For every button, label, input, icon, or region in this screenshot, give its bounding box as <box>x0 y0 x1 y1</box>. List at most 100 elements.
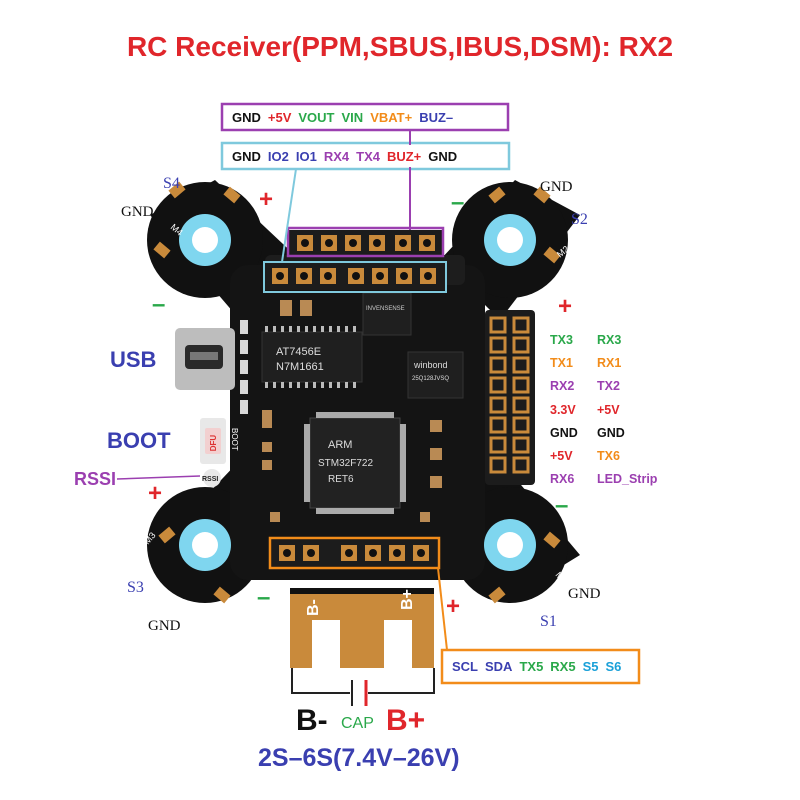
uart-pin-right-label: RX3 <box>597 333 622 347</box>
capacitor-symbol <box>291 668 435 706</box>
voltage-range-label: 2S–6S(7.4V–26V) <box>258 744 460 772</box>
mount-holes <box>179 214 536 571</box>
uart-pin-left-label: RX6 <box>550 472 575 487</box>
uart-pin-right-label: TX2 <box>597 379 620 394</box>
dfu-button: DFU <box>200 418 226 464</box>
battery-minus-label: B- <box>296 704 328 737</box>
top-header-2-pin-label: GND <box>428 148 458 164</box>
top-header-1-pin-label: BUZ– <box>419 109 454 125</box>
osd-chip-sublabel: N7M1661 <box>276 361 324 373</box>
plus-sign-left: + <box>148 480 163 507</box>
uart-pin-right-label: GND <box>597 425 625 440</box>
top-header-1-pin-label: GND <box>232 109 261 125</box>
gnd-label-bottom-right: GND <box>568 586 601 602</box>
gyro-chip-label: INVENSENSE <box>366 306 405 312</box>
gnd-label-bottom-left: GND <box>148 618 181 634</box>
top-header-1-pin-label: VBAT+ <box>370 109 413 125</box>
top-header-2-pin-label: TX4 <box>356 148 380 164</box>
minus-sign-left: – <box>152 291 166 318</box>
top-header-2-highlight <box>263 261 447 293</box>
gnd-label-top-right: GND <box>540 179 573 195</box>
osd-chip-label: AT7456E <box>276 346 321 358</box>
top-pin-header-1 <box>288 230 443 256</box>
battery-pads <box>290 588 434 668</box>
top-header-2-box <box>220 141 511 171</box>
bottom-header-box <box>440 648 641 685</box>
top-header-2-pin-label: BUZ+ <box>386 148 422 164</box>
uart-pin-left-label: TX1 <box>550 356 573 371</box>
uart-pin-right-label: RX1 <box>597 356 622 371</box>
top-header-1-pin-label: VOUT <box>298 109 335 125</box>
mcu-chip: ARM STM32F722 RET6 <box>304 412 406 514</box>
flash-chip: winbond 25Q128JVSQ <box>407 351 464 399</box>
bottom-pin-header <box>272 540 437 566</box>
usb-connector <box>175 328 235 390</box>
uart-pin-left-label: +5V <box>550 448 573 463</box>
leader-bottom <box>437 567 448 651</box>
uart-pin-row: RX6 LED_Strip <box>550 472 657 495</box>
gnd-label-top-left: GND <box>121 204 154 220</box>
plus-sign-bottom-right: + <box>446 593 461 620</box>
mcu-label-3: RET6 <box>328 474 354 485</box>
bottom-header-pin-label: S5 <box>582 659 599 674</box>
motor-solder-pads <box>153 181 561 604</box>
uart-pin-row: TX3 RX3 <box>550 333 657 356</box>
uart-pin-row: +5V TX6 <box>550 449 657 472</box>
bottom-header-pin-label: SDA <box>485 659 513 674</box>
uart-pin-row: TX1 RX1 <box>550 356 657 379</box>
pad-b-minus-silk: B- <box>305 599 322 616</box>
top-header-2-pin-label: RX4 <box>323 148 350 164</box>
motor-label-s4: S4 <box>163 175 180 192</box>
top-header-2-pin-label: IO2 <box>267 148 289 164</box>
top-header-2-pin-label: GND <box>232 148 261 164</box>
battery-plus-label: B+ <box>386 704 426 737</box>
osd-chip: AT7456E N7M1661 <box>261 326 363 388</box>
bottom-header-pin-label: TX5 <box>519 659 544 674</box>
rssi-pad <box>203 469 221 487</box>
uart-pin-right-label: +5V <box>597 402 620 417</box>
top-pin-header-2 <box>265 264 445 290</box>
top-header-1-box <box>220 102 510 132</box>
top-header-1-pin-label: VIN <box>341 109 364 125</box>
motor-label-s1: S1 <box>540 613 557 630</box>
uart-pin-row: GND GND <box>550 426 657 449</box>
bottom-header-pin-label: S6 <box>605 659 622 674</box>
silk-rssi: RSSI <box>202 476 218 483</box>
plus-sign-right: + <box>558 293 573 320</box>
minus-sign-top-right: – <box>451 189 465 216</box>
left-pad-column <box>240 320 248 414</box>
cap-label: CAP <box>341 715 374 732</box>
page-title: RC Receiver(PPM,SBUS,IBUS,DSM): RX2 <box>126 31 674 62</box>
pad-b-plus-silk: B+ <box>399 589 416 610</box>
top-header-1-labels: GND +5V VOUT VIN VBAT+ BUZ– <box>224 106 462 128</box>
plus-sign-top-left: + <box>259 186 274 213</box>
bottom-header-highlight <box>268 536 441 570</box>
mcu-label-1: ARM <box>328 439 352 451</box>
flash-chip-label: winbond <box>413 360 448 370</box>
uart-pin-right-label: TX6 <box>597 448 620 463</box>
minus-sign-bottom-left: – <box>257 584 271 611</box>
leader-top-2 <box>281 168 297 263</box>
motor-label-s3: S3 <box>127 579 144 596</box>
uart-pin-right-label: LED_Strip <box>597 472 658 487</box>
silk-dfu: DFU <box>209 435 218 452</box>
uart-pin-left-label: 3.3V <box>550 402 576 417</box>
bottom-header-pin-label: RX5 <box>550 659 576 674</box>
silk-boot: BOOT <box>230 428 239 451</box>
uart-pin-left-label: GND <box>550 425 578 440</box>
boot-label: BOOT <box>107 428 171 453</box>
uart-pin-header <box>485 310 535 485</box>
top-header-1-pin-label: +5V <box>267 109 292 125</box>
rssi-label: RSSI <box>74 469 117 489</box>
passive-components <box>262 300 442 522</box>
gyro-chip: INVENSENSE <box>362 292 412 336</box>
usb-label: USB <box>110 347 157 372</box>
minus-sign-right: – <box>555 492 569 519</box>
uart-pin-left-label: TX3 <box>550 333 573 347</box>
top-header-1-highlight <box>286 226 445 258</box>
